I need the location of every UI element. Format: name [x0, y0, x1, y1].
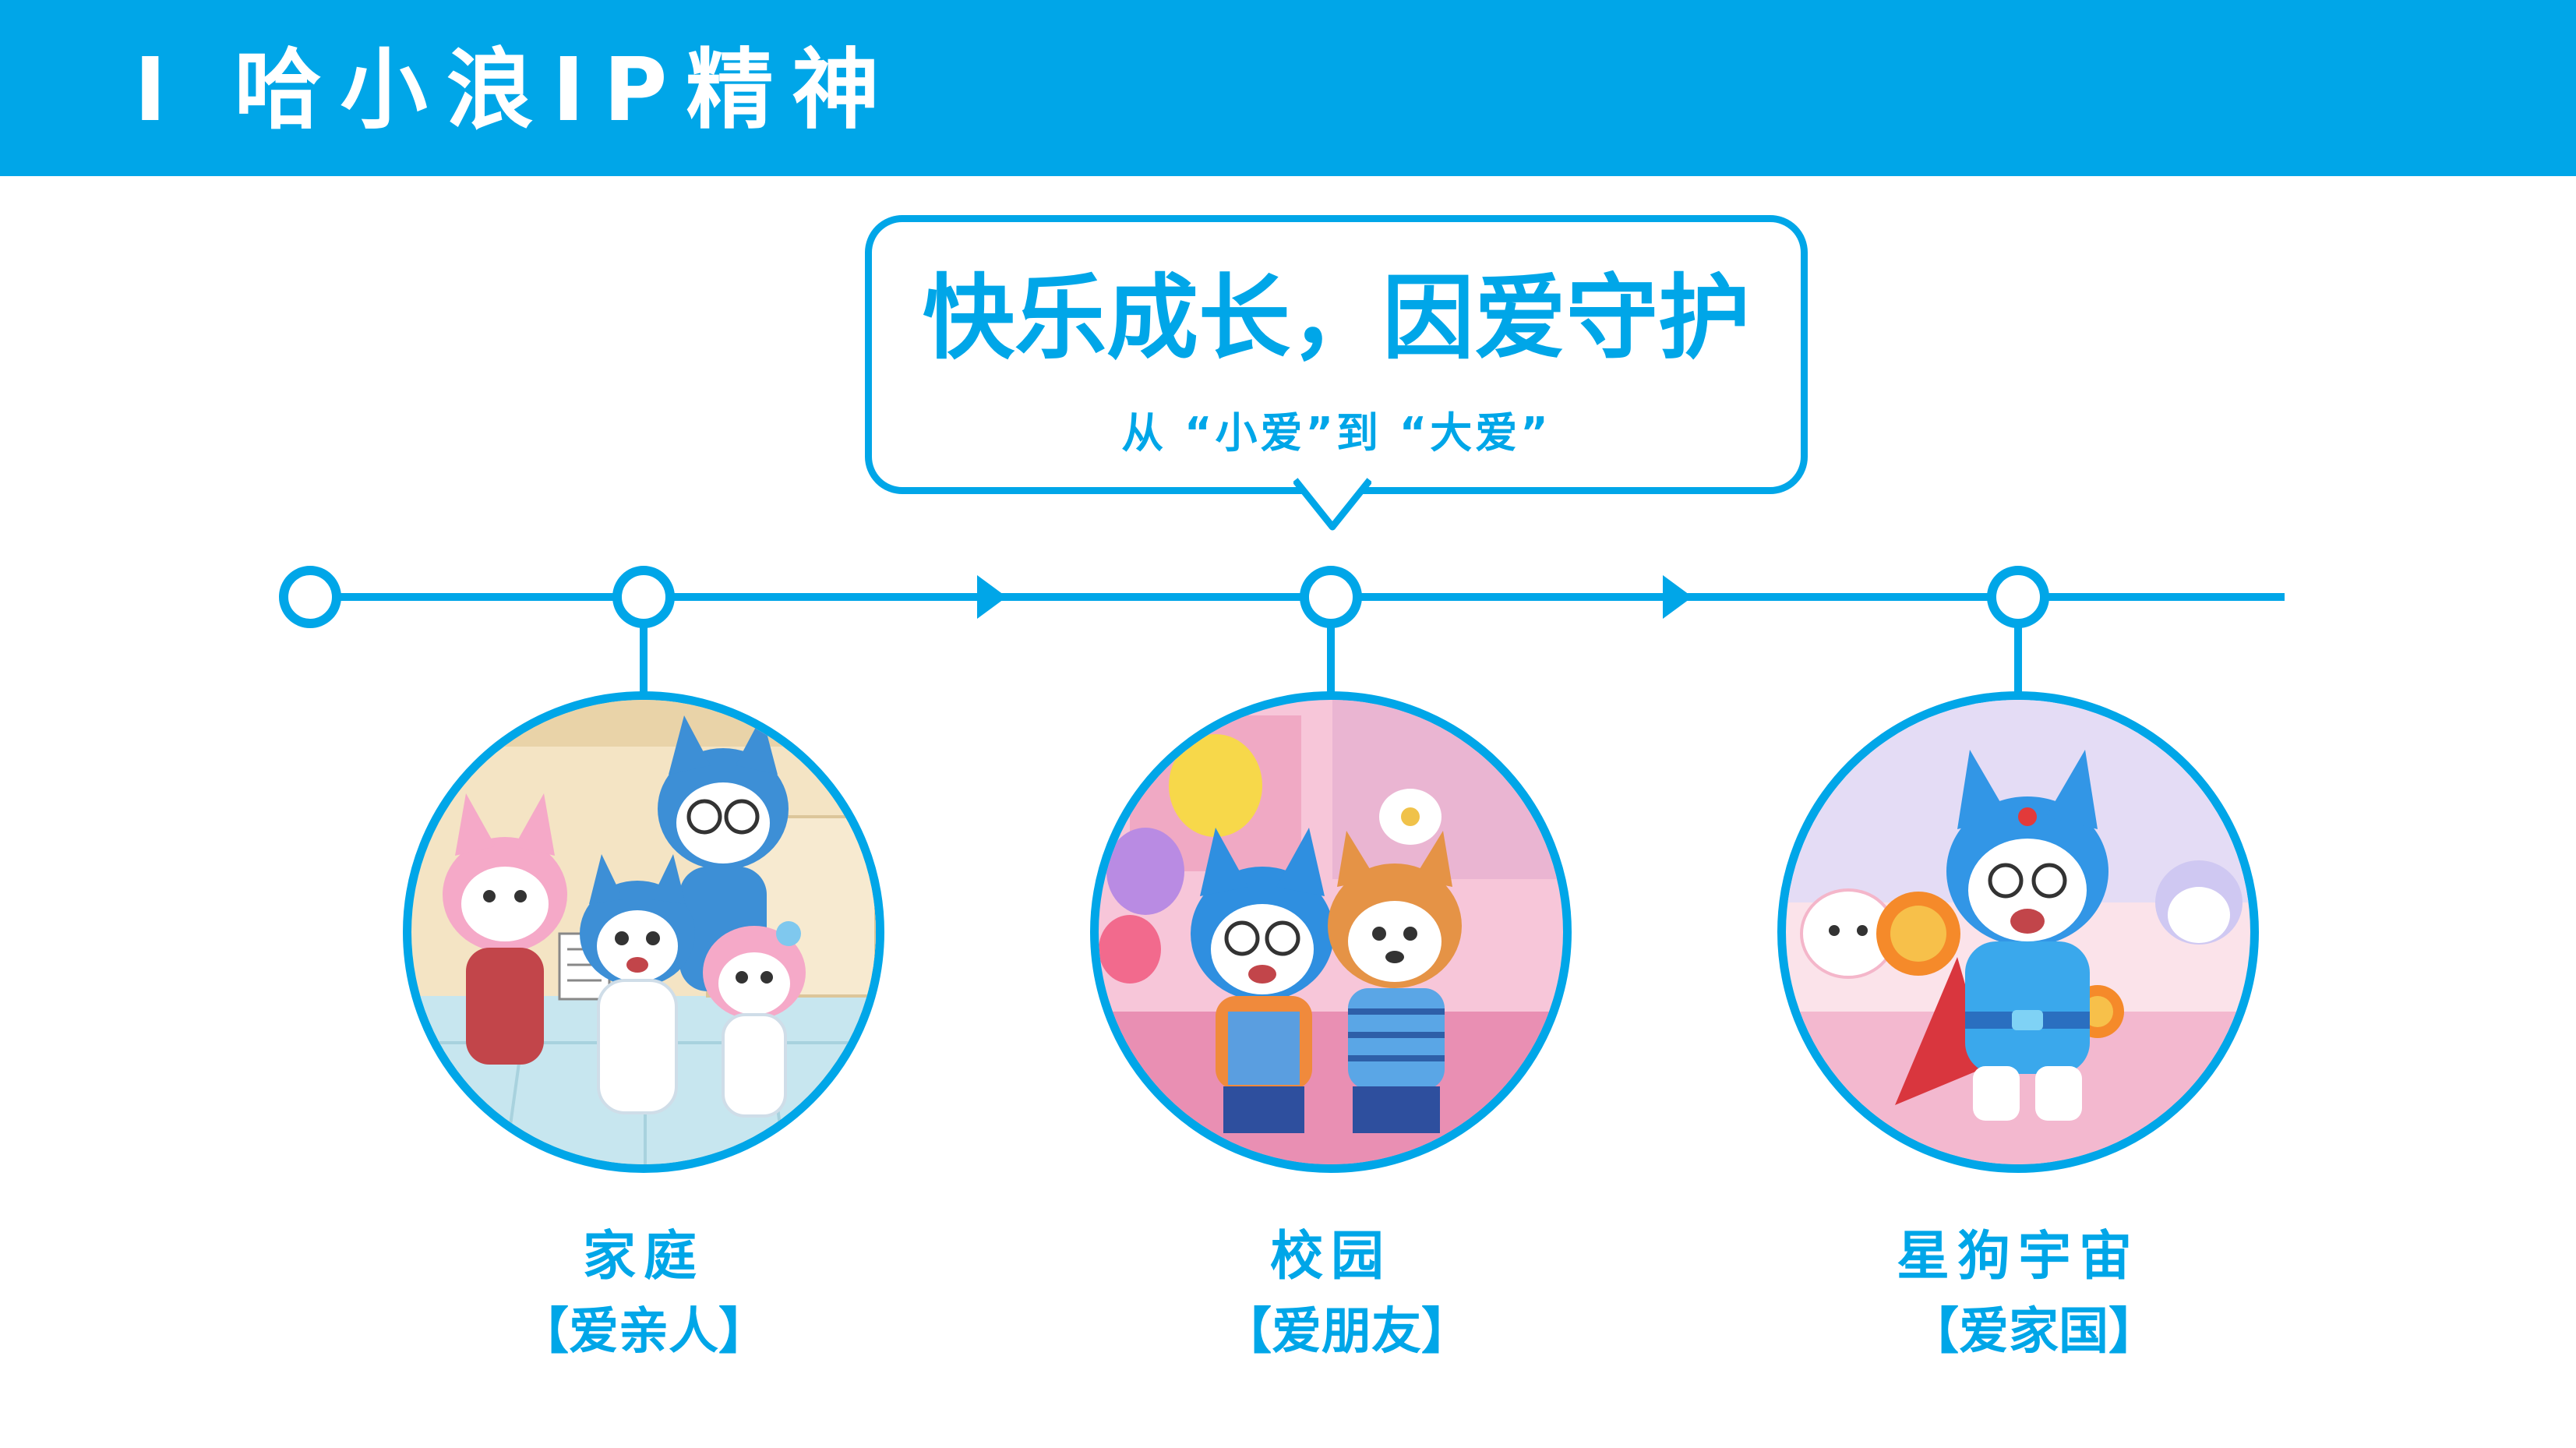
- stage-name-universe: 星狗宇宙: [1896, 1226, 2140, 1287]
- arrow-right-icon: [977, 575, 1007, 619]
- slogan-title: 快乐成长，因爱守护: [922, 264, 1750, 372]
- school-scene-icon: [1099, 700, 1563, 1164]
- page-title: I 哈小浪IP精神: [134, 40, 898, 141]
- stage-name-school: 校园: [1269, 1226, 1392, 1287]
- stage-value-universe: 【爱家国】: [1909, 1303, 2158, 1361]
- timeline-node-family: [612, 566, 675, 628]
- stage-value-school: 【爱朋友】: [1222, 1303, 1471, 1361]
- timeline-start-node: [279, 566, 341, 628]
- slogan-subtitle: 从 “小爱”到 “大爱”: [1121, 408, 1551, 457]
- stage-name-family: 家庭: [582, 1226, 704, 1287]
- family-scene-icon: [411, 700, 876, 1164]
- timeline-node-school: [1300, 566, 1362, 628]
- arrow-right-icon: [1663, 575, 1692, 619]
- header-bar: I 哈小浪IP精神: [0, 0, 2576, 176]
- hero-scene-icon: [1786, 700, 2250, 1164]
- timeline-node-universe: [1987, 566, 2049, 628]
- speech-bubble-tail: [1293, 477, 1371, 531]
- stage-value-family: 【爱亲人】: [519, 1303, 768, 1361]
